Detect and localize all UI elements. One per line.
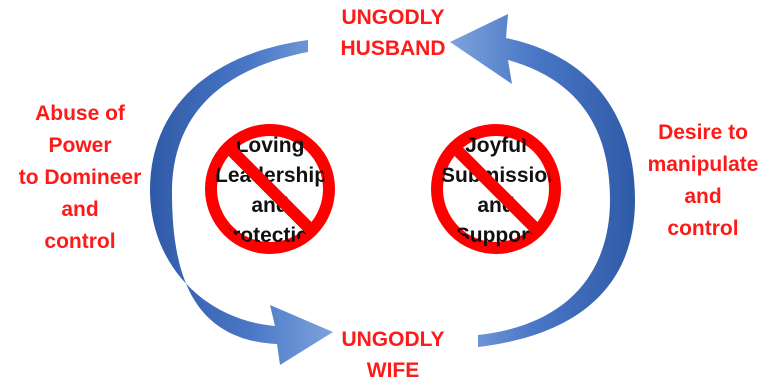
- top-label: UNGODLY HUSBAND: [318, 2, 468, 64]
- left-cycle-arrow-icon: [150, 40, 333, 365]
- bottom-label: UNGODLY WIFE: [318, 324, 468, 386]
- top-label-line-2: HUSBAND: [340, 37, 446, 60]
- left-label-line-4: and: [61, 198, 99, 221]
- right-cycle-arrow-icon: [450, 14, 635, 347]
- right-circle-text: Joyful Submission and Support: [441, 131, 551, 247]
- right-circle-line-2: Submission: [441, 164, 551, 187]
- right-label-line-1: Desire to: [658, 121, 748, 144]
- right-label: Desire to manipulate and control: [632, 117, 774, 245]
- left-label-line-1: Abuse of: [35, 102, 125, 125]
- bottom-label-line-1: UNGODLY: [341, 328, 445, 351]
- right-label-line-3: and: [684, 185, 722, 208]
- left-circle-text: Loving Leadership and Protection: [215, 131, 325, 247]
- left-label-line-3: to Domineer: [18, 166, 142, 189]
- left-label-line-2: Power: [48, 134, 112, 157]
- right-label-line-2: manipulate: [647, 153, 759, 176]
- top-label-line-1: UNGODLY: [341, 6, 445, 29]
- left-circle-line-3: and: [251, 194, 289, 217]
- bottom-label-line-2: WIFE: [366, 359, 420, 382]
- right-label-line-4: control: [667, 217, 739, 240]
- left-label-line-5: control: [44, 230, 116, 253]
- left-prohibition-icon: [205, 124, 335, 254]
- right-circle-line-3: and: [477, 194, 515, 217]
- left-circle-line-2: Leadership: [215, 164, 325, 187]
- right-prohibition-icon: [431, 124, 561, 254]
- left-label: Abuse of Power to Domineer and control: [0, 98, 160, 258]
